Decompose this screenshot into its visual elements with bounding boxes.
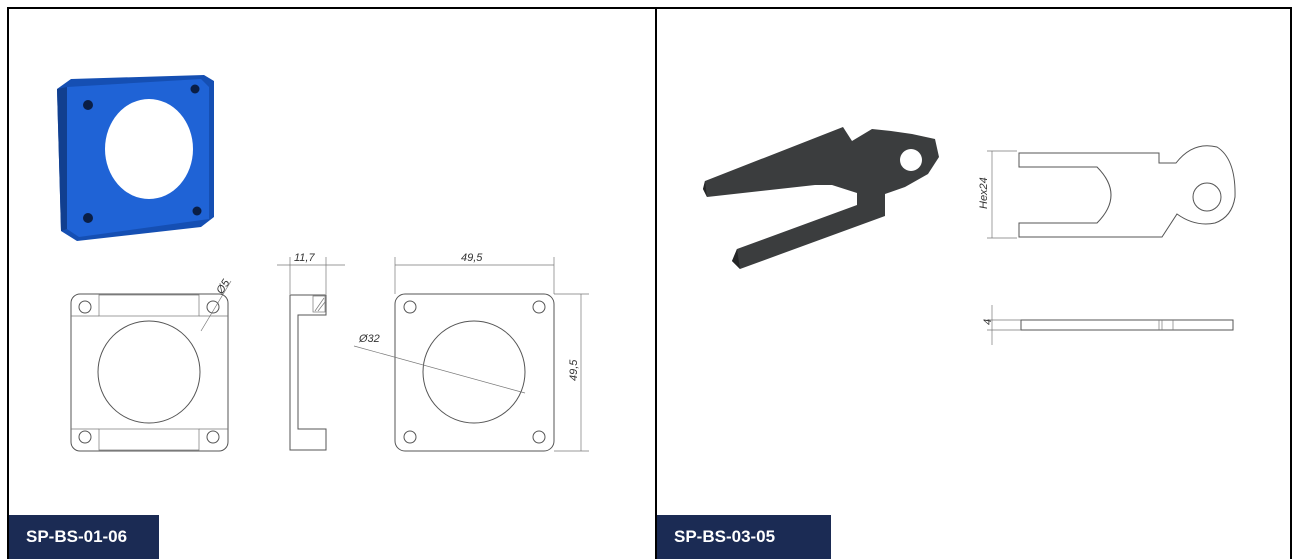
technical-drawing-sp-bs-03-05: Hex24 4 [703, 127, 1236, 345]
fork-side-view-drawing: 4 [982, 305, 1234, 345]
side-view-drawing: 11,7 [277, 252, 345, 451]
right-view-drawing: 49,5 Ø32 49,5 [353, 252, 589, 452]
bore-diameter-label: Ø32 [358, 333, 380, 345]
slot-width-label: Hex24 [978, 177, 990, 209]
part-code-label: SP-BS-03-05 [657, 515, 831, 559]
plate-thickness-label: 4 [982, 319, 994, 325]
panel-sp-bs-03-05: Hex24 4 SP-BS-03-05 [656, 7, 1292, 559]
technical-drawing-sp-bs-01-06: Ø5 11,7 49,5 Ø32 [57, 75, 589, 452]
width-label: 49,5 [461, 252, 483, 264]
panel-sp-bs-01-06: Ø5 11,7 49,5 Ø32 [7, 7, 656, 559]
fork-top-view-drawing: Hex24 [978, 145, 1236, 239]
front-view-drawing: Ø5 [70, 277, 233, 452]
dark-fork-3d-model [703, 127, 939, 269]
thickness-label: 11,7 [294, 252, 315, 264]
height-label: 49,5 [568, 359, 580, 381]
blue-plate-3d-model [57, 75, 214, 241]
part-code-label: SP-BS-01-06 [9, 515, 159, 559]
